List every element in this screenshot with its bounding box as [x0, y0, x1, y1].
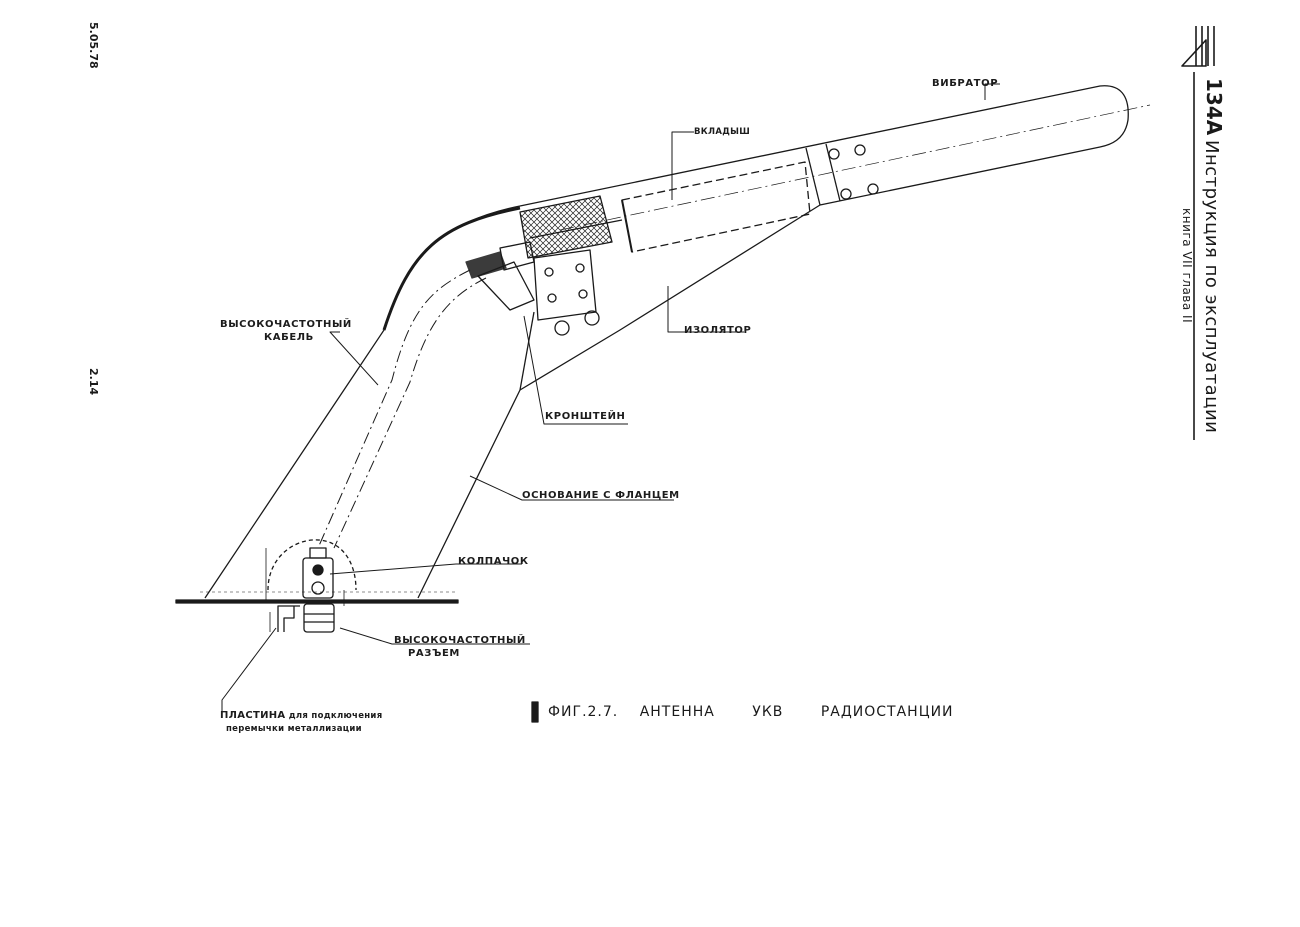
label-plate-2: перемычки металлизации	[226, 724, 362, 734]
label-plate-1: ПЛАСТИНА для подключения	[220, 709, 382, 723]
label-plate-1a: ПЛАСТИНА	[220, 710, 286, 721]
metallization-plate	[269, 605, 300, 632]
caption-word-3: РАДИОСТАНЦИИ	[820, 704, 954, 720]
caption-word-1: АНТЕННА	[639, 704, 715, 720]
margin-date: 5.05.78	[87, 22, 100, 69]
label-plate-1b: для подключения	[288, 711, 383, 721]
header-book-chapter: книга VII глава II	[1180, 208, 1194, 324]
cable-connector-top	[465, 219, 623, 279]
hf-cable	[317, 269, 487, 549]
header-manual-title: Инструкция по эксплуатации	[1201, 140, 1222, 434]
caption-word-2: УКВ	[752, 704, 784, 720]
hatched-block	[519, 195, 613, 259]
label-hf-connector-1: ВЫСОКОЧАСТОТНЫЙ	[394, 635, 526, 646]
label-insulator: ИЗОЛЯТОР	[684, 325, 752, 336]
leader-lines	[221, 83, 1000, 716]
margin-page-number: 2.14	[87, 368, 100, 396]
label-insert: ВКЛАДЫШ	[694, 127, 751, 137]
label-bracket: КРОНШТЕЙН	[545, 411, 626, 422]
logo-emblem	[1181, 26, 1215, 440]
label-base-flange: ОСНОВАНИЕ С ФЛАНЦЕМ	[522, 490, 680, 501]
vibrator	[519, 85, 1151, 231]
cap	[265, 539, 357, 606]
label-hf-cable-2: КАБЕЛЬ	[264, 332, 314, 343]
insert-end	[621, 199, 633, 253]
header-aircraft: 134А	[1202, 78, 1226, 136]
label-vibrator: ВИБРАТОР	[932, 78, 999, 89]
flange-plate	[175, 591, 459, 604]
base-body	[204, 204, 821, 599]
insert	[621, 161, 811, 253]
connector-body	[302, 547, 335, 633]
label-hf-cable-1: ВЫСОКОЧАСТОТНЫЙ	[220, 319, 352, 330]
caption-fig: ФИГ.2.7.	[548, 704, 619, 720]
label-cap: КОЛПАЧОК	[458, 556, 529, 567]
figure-caption: ФИГ.2.7. АНТЕННА УКВ РАДИОСТАНЦИИ	[548, 704, 954, 720]
label-hf-connector-2: РАЗЪЕМ	[408, 648, 460, 659]
caption-marker	[531, 701, 539, 723]
